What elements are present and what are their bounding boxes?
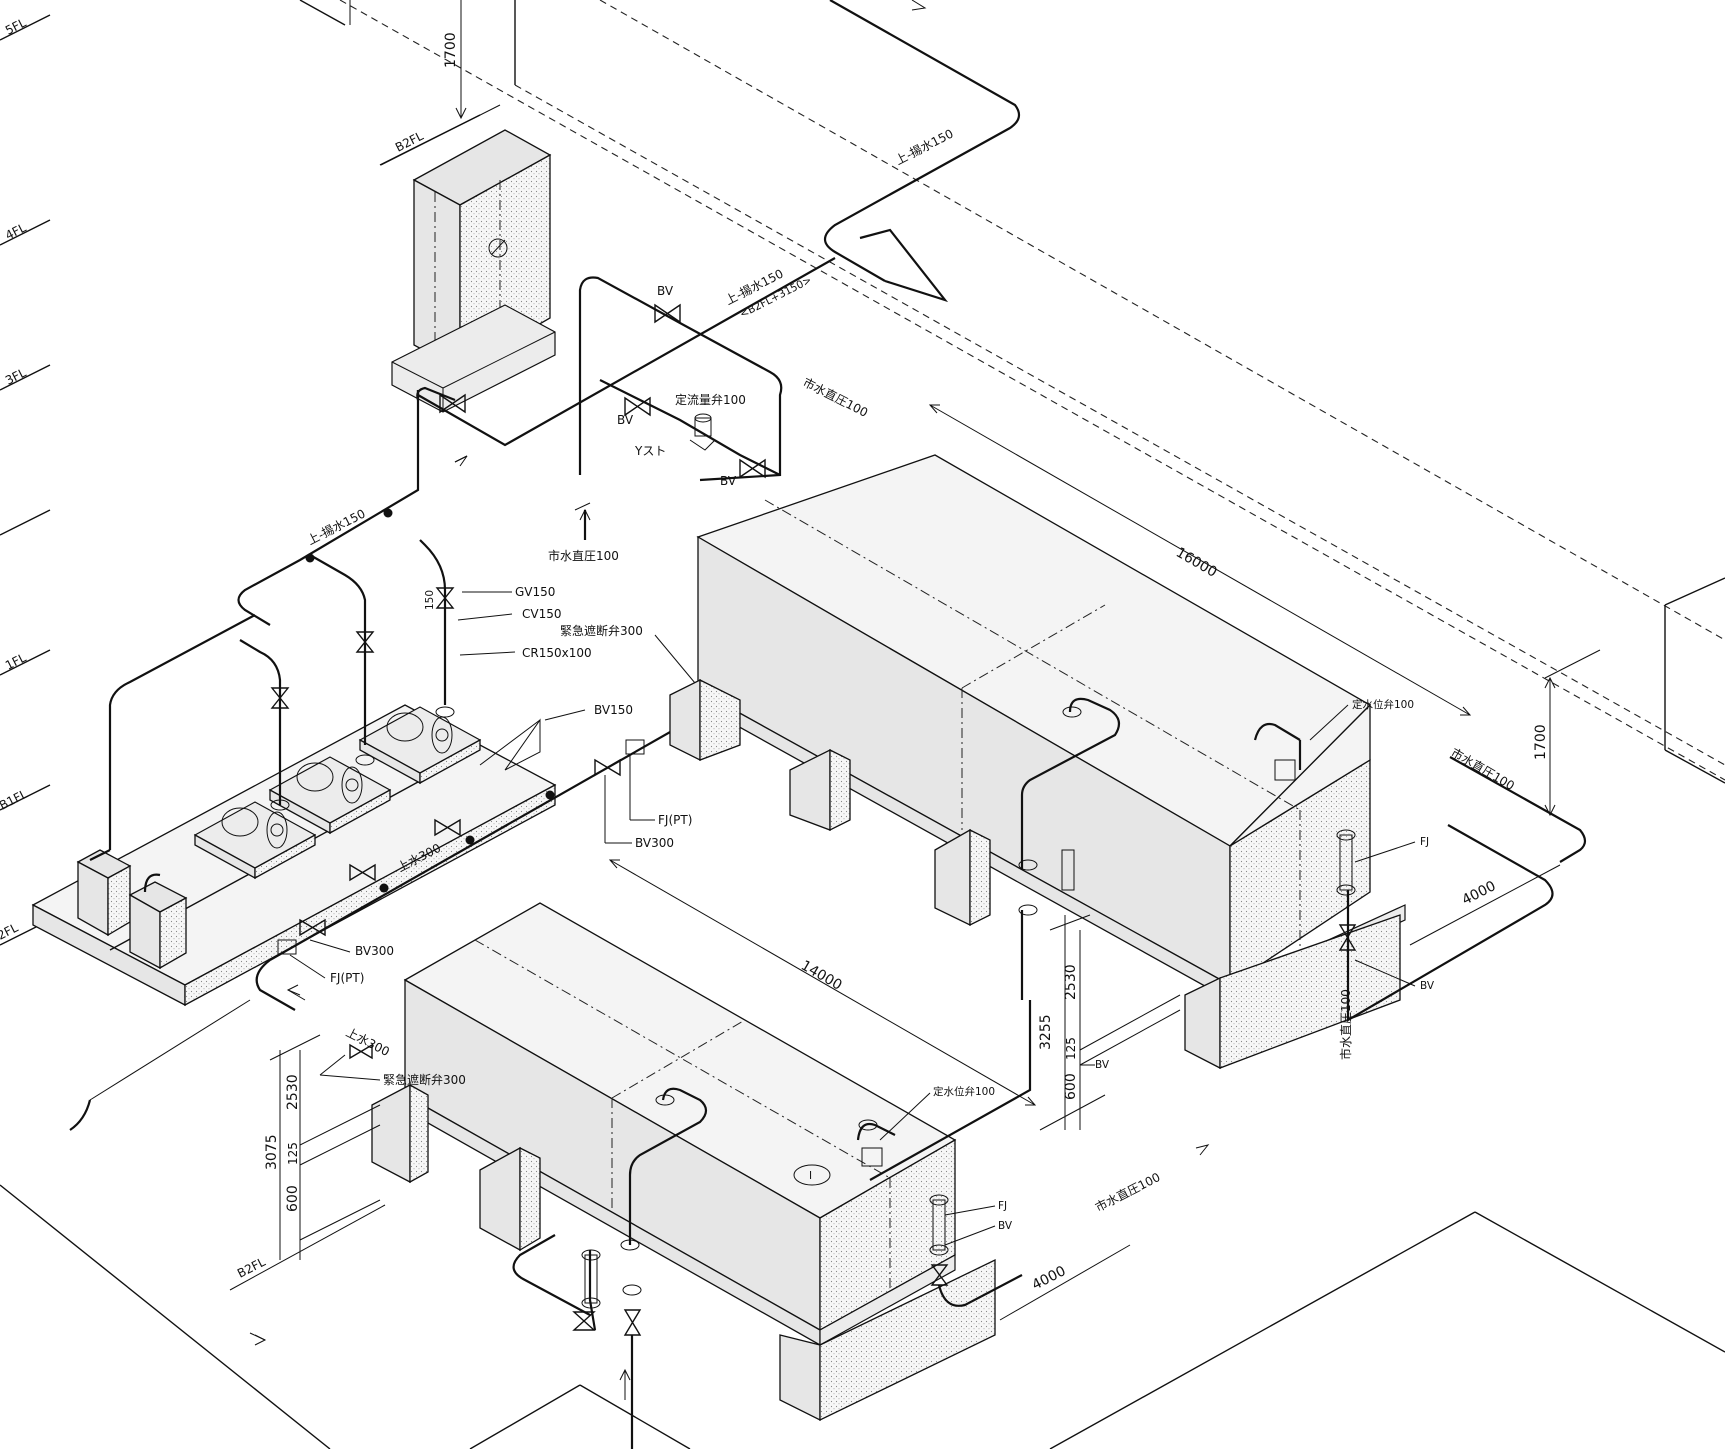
- label-city-water-inlet: 市水直圧100: [548, 548, 619, 563]
- dim-left-2530: 2530: [285, 1074, 301, 1110]
- upper-tank-fittings: [1018, 697, 1587, 1022]
- b2fl-label-bottom: B2FL: [235, 1255, 268, 1281]
- label-cv150: CV150: [522, 607, 562, 621]
- label-bv-right: BV: [1420, 980, 1435, 992]
- label-level-valve-lower: 定水位弁100: [933, 1085, 995, 1098]
- label-city-water-right: 市水直圧100: [1449, 745, 1518, 793]
- floor-label-4fl: 4FL: [3, 220, 29, 242]
- label-emergency-valve-lower: 緊急遮断弁300: [383, 1072, 466, 1087]
- label-constant-flow-valve: 定流量弁100: [675, 392, 746, 407]
- floor-level-lines: [0, 14, 51, 946]
- label-bv150: BV150: [594, 703, 633, 717]
- top-height-dimension: 1700 B2FL: [349, 0, 501, 166]
- label-bv-bottom: BV: [998, 1220, 1013, 1232]
- label-city-water-vertical: 市水直圧100: [1338, 989, 1353, 1060]
- flow-arrows: [249, 0, 1210, 1400]
- pump-1: [193, 801, 317, 880]
- manhole-mark: I: [809, 1170, 812, 1182]
- label-bv300-lower: BV300: [355, 944, 394, 958]
- pump-units: [193, 706, 482, 880]
- lower-tank-fittings: [512, 1000, 1032, 1449]
- dim-right-2530: 2530: [1063, 964, 1079, 1000]
- control-panel: [391, 129, 556, 413]
- water-300-main: [69, 688, 721, 1131]
- dim-upper-tank-16000: 16000: [1173, 545, 1220, 581]
- label-fj-bottom: FJ: [998, 1200, 1007, 1212]
- upper-tank-footings: [669, 678, 1401, 1070]
- label-level-valve-upper: 定水位弁100: [1352, 698, 1414, 711]
- dim-top-1700: 1700: [443, 32, 459, 68]
- floor-label-b1fl: B1FL: [0, 787, 30, 813]
- pump-risers: [108, 508, 555, 893]
- floor-label-1fl: 1FL: [3, 650, 29, 672]
- floor-level-labels: 5FL 4FL 3FL 1FL B1FL 2FL: [0, 15, 30, 942]
- pump-3: [358, 706, 482, 785]
- label-bv-top: BV: [657, 284, 674, 298]
- dim-right-3255: 3255: [1038, 1014, 1054, 1050]
- dim-left-3075: 3075: [264, 1134, 280, 1170]
- platform-cabinets: [76, 849, 188, 970]
- dim-left-600: 600: [285, 1185, 301, 1212]
- upper-water-tank: [696, 454, 1406, 1002]
- riser-piping: [237, 0, 1021, 626]
- label-size-150: 150: [424, 590, 436, 610]
- dim-upper-tank-4000: 4000: [1460, 878, 1499, 908]
- label-city-water-top: 市水直圧100: [801, 374, 871, 420]
- label-supply-150-top: 上-揚水150: [893, 126, 956, 167]
- label-city-water-bottom: 市水直圧100: [1093, 1169, 1163, 1215]
- floor-label-3fl: 3FL: [3, 365, 29, 387]
- label-water-300-lower: 上水300: [344, 1025, 392, 1059]
- label-cr150x100: CR150x100: [522, 646, 592, 660]
- label-fj-pt-upper: FJ(PT): [658, 813, 692, 827]
- dim-lower-tank-14000: 14000: [798, 958, 845, 994]
- label-bv-mid: BV: [1095, 1059, 1110, 1071]
- upper-valves: [439, 303, 766, 479]
- label-gv150: GV150: [515, 585, 555, 599]
- dim-right-1700: 1700: [1533, 724, 1549, 760]
- label-fj-pt-lower: FJ(PT): [330, 971, 364, 985]
- label-bv-left: BV: [617, 413, 634, 427]
- dim-right-600: 600: [1063, 1073, 1079, 1100]
- dim-right-125: 125: [1064, 1037, 1078, 1060]
- label-supply-150-left: 上-揚水150: [305, 506, 368, 547]
- label-bv300-upper: BV300: [635, 836, 674, 850]
- label-bv-lower: BV: [720, 474, 737, 488]
- dim-left-125: 125: [286, 1142, 300, 1165]
- dim-lower-tank-4000: 4000: [1030, 1263, 1069, 1293]
- pump-2: [268, 756, 392, 835]
- label-fj-right: FJ: [1420, 836, 1429, 848]
- label-y-strainer: Yスト: [634, 444, 666, 458]
- label-emergency-valve-upper: 緊急遮断弁300: [560, 623, 643, 638]
- dashed-reference-lines: [339, 0, 1725, 781]
- floor-label-5fl: 5FL: [3, 15, 29, 37]
- lower-tank-footings: [371, 1083, 996, 1422]
